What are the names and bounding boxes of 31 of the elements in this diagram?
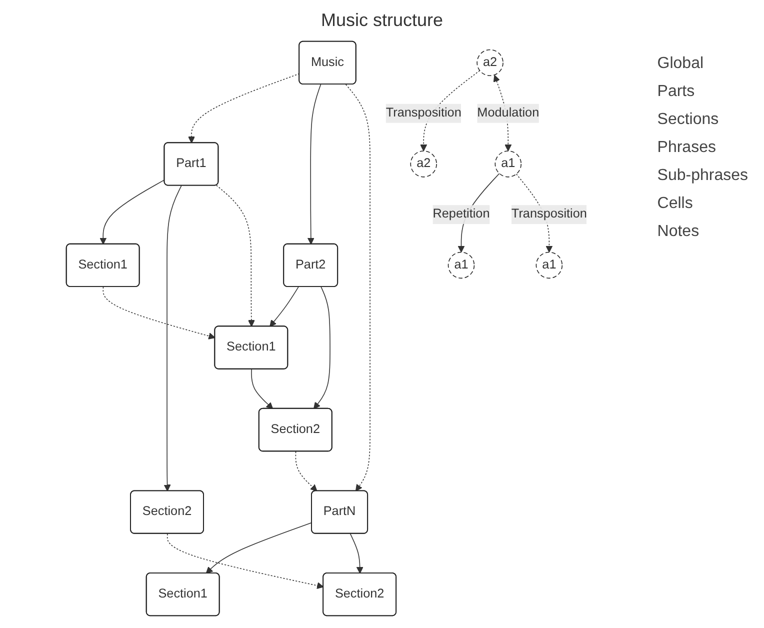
arrow	[307, 84, 322, 245]
level-label: Global	[657, 55, 705, 73]
arrow	[102, 286, 216, 340]
level-label: Phrases	[657, 139, 717, 157]
arrow	[188, 73, 300, 144]
arrow	[164, 185, 182, 492]
arrow	[295, 451, 318, 492]
level-label: Sections	[657, 111, 720, 129]
arrow	[216, 184, 255, 327]
edge-label: Modulation	[477, 106, 540, 120]
level-label: Cells	[657, 195, 694, 213]
arrow	[313, 286, 330, 410]
edge-label: Transposition	[511, 207, 587, 221]
level-label: Parts	[657, 83, 696, 101]
edge-label: Repetition	[432, 207, 490, 221]
arrow	[100, 179, 165, 245]
node-circle: a1	[536, 252, 563, 279]
node-circle: a2	[410, 150, 437, 178]
diagram-title: Music structure	[320, 10, 444, 31]
node-circle: a1	[494, 150, 522, 178]
arrow	[251, 368, 274, 410]
edge-label: Transposition	[386, 106, 462, 120]
arrow	[270, 286, 299, 327]
arrow	[350, 533, 364, 574]
node-circle: a1	[448, 252, 475, 279]
level-label: Notes	[657, 223, 700, 241]
arrow	[166, 533, 324, 589]
arrow	[345, 84, 370, 492]
node-circle: a2	[476, 49, 504, 76]
arrow	[206, 522, 312, 574]
level-label: Sub-phrases	[657, 167, 748, 185]
